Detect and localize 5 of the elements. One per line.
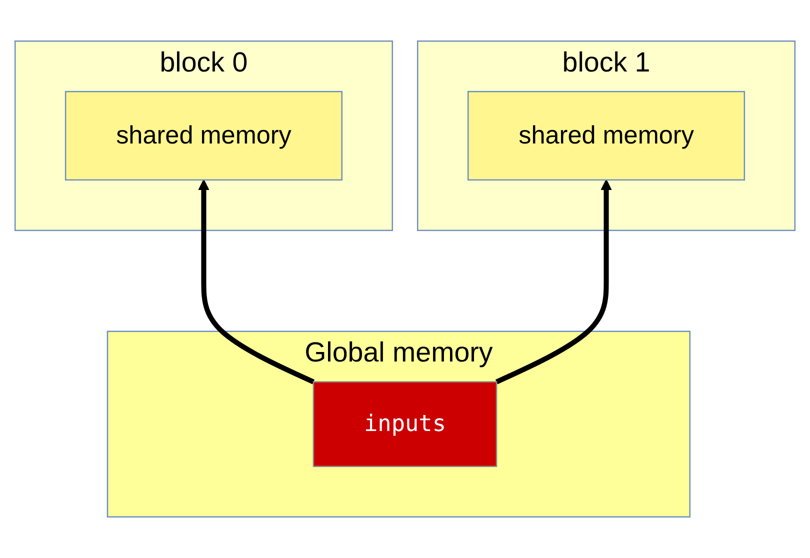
node-box: shared memory <box>467 90 746 181</box>
node-box: shared memory <box>64 90 343 181</box>
arrow <box>198 179 315 384</box>
arrow <box>495 179 612 384</box>
node-box: inputs <box>312 381 498 468</box>
